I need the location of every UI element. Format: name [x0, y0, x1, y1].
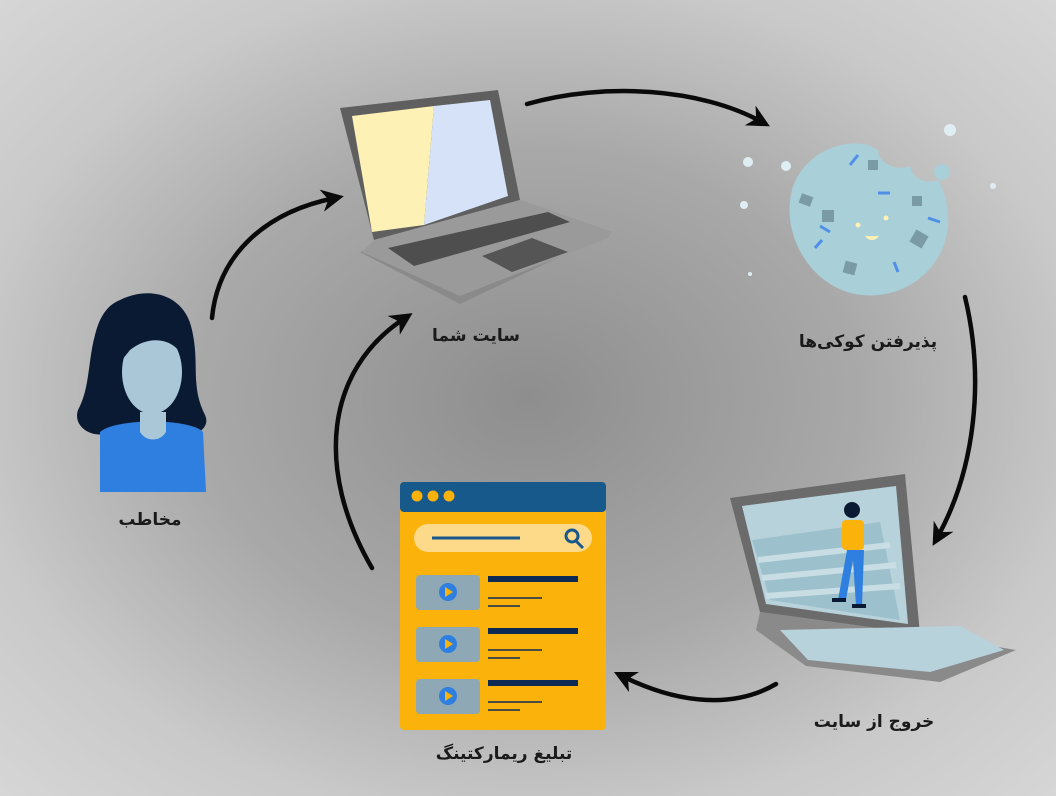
- arrow-audience-to-website: [209, 189, 344, 321]
- laptop-icon: [340, 90, 612, 304]
- arrow-exit-to-remarketing: [613, 671, 779, 703]
- ad-browser-window-icon: [400, 482, 606, 730]
- audience-label: مخاطب: [118, 510, 182, 530]
- arrow-cookies-to-exit: [932, 294, 978, 546]
- cookie-icon: [740, 124, 996, 296]
- arrow-remarketing-to-website: [333, 313, 413, 571]
- woman-avatar-icon: [77, 293, 207, 492]
- arrow-website-to-cookies: [524, 88, 770, 127]
- website-label: سایت شما: [432, 326, 520, 346]
- remarketing-label: تبلیغ ریمارکتینگ: [435, 744, 573, 764]
- exit-label: خروج از سایت: [813, 712, 935, 732]
- person-leaving-laptop-icon: [730, 474, 1016, 682]
- cookies-label: پذیرفتن کوکی‌ها: [798, 332, 938, 352]
